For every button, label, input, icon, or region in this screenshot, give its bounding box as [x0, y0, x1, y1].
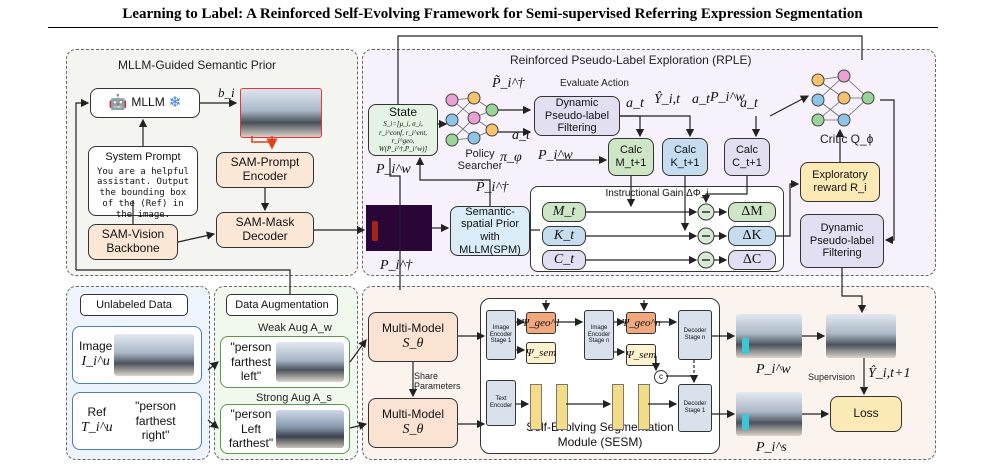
- dpf-side-box: Dynamic Pseudo-label Filtering: [800, 214, 884, 268]
- psi-sem-box-1: Ψ_sem: [526, 342, 556, 364]
- state-title: State: [388, 105, 418, 120]
- system-prompt-box: System Prompt You are a helpful assistan…: [88, 146, 198, 220]
- psi-geo-n-box: Ψ_geo^n: [621, 312, 661, 334]
- loss-box: Loss: [830, 396, 902, 432]
- mask-output: [366, 205, 432, 251]
- piw-mid-label: P_i^w: [538, 148, 573, 163]
- dpf-top-box: Dynamic Pseudo-label Filtering: [534, 96, 620, 136]
- at-label-1: a_t: [512, 128, 530, 143]
- at-label-3: a_t: [692, 92, 710, 107]
- pw-output-mask: [742, 338, 749, 354]
- feature-cube-1: [530, 384, 542, 430]
- at-label-4: a_t: [740, 96, 758, 111]
- bi-label: b_i: [218, 85, 235, 100]
- state-box: State S_i=[μ_i, σ_i, r_i^conf, r_i^ent, …: [368, 104, 438, 156]
- weak-aug-text: "person farthest left": [230, 340, 272, 384]
- strong-aug-text: "person Left farthest": [228, 407, 274, 451]
- strong-aug-label: Strong Aug A_s: [256, 392, 332, 404]
- multi-model-top: Multi-Model S_θ: [368, 312, 458, 362]
- image-encoder-stage-1: Image Encoder Stage 1: [486, 310, 516, 360]
- image-label: Image: [79, 339, 113, 354]
- feature-cube-2: [556, 384, 568, 430]
- ref-math: T_i^u: [81, 419, 113, 435]
- multi-model-top-label: Multi-Model: [381, 321, 444, 336]
- decoder-stage-n: Decoder Stage n: [678, 310, 712, 360]
- p-dagger-label: P_i^†: [380, 258, 413, 273]
- spm-box: Semantic-spatial Prior with MLLM(SPM): [450, 206, 530, 256]
- robot-icon: 🤖: [108, 94, 128, 112]
- s-theta-bottom: S_θ: [402, 421, 424, 437]
- mllm-box: 🤖 MLLM ❄: [90, 88, 200, 118]
- sesm-title: Self-Evolving Segmentation Module (SESM): [526, 420, 674, 449]
- text-encoder: Text Encoder: [486, 380, 516, 426]
- piw-state-label: P_i^w: [376, 162, 411, 177]
- image-labels: Image I_i^u: [79, 339, 113, 370]
- pi-phi-label: π_φ: [500, 150, 522, 165]
- instructional-gain-label: Instructional Gain ΔΦ_i: [605, 188, 709, 199]
- concat-node: c: [654, 370, 668, 384]
- critic-label: Critic Q_ϕ: [820, 132, 874, 146]
- sam-prompt-encoder: SAM-Prompt Encoder: [216, 152, 314, 188]
- delta-m-box: ΔM: [728, 202, 776, 222]
- kt-box: K_t: [542, 226, 586, 246]
- supervision-label: Supervision: [808, 372, 856, 382]
- exploratory-reward-box: Exploratory reward R_i: [800, 162, 880, 202]
- delta-c-box: ΔC: [728, 250, 776, 270]
- paper-title: Learning to Label: A Reinforced Self-Evo…: [122, 6, 863, 22]
- at-label-2: a_t: [626, 96, 644, 111]
- sam-mask-decoder: SAM-Mask Decoder: [216, 212, 314, 248]
- p-tilde-top-label: P̃_i^†: [492, 76, 525, 91]
- calc-m-box: Calc M_t+1: [608, 138, 654, 176]
- calc-k-box: Calc K_t+1: [662, 138, 708, 176]
- mt-box: M_t: [542, 202, 586, 222]
- system-prompt-title: System Prompt: [105, 151, 181, 163]
- s-theta-top: S_θ: [402, 335, 424, 351]
- share-params-label: Share Parameters: [414, 371, 461, 391]
- decoder-stage-1: Decoder Stage 1: [678, 384, 712, 432]
- psi-sem-box-n: Ψ_sem: [626, 344, 656, 366]
- weak-aug-label: Weak Aug A_w: [258, 322, 332, 334]
- augmentation-title: Data Augmentation: [226, 294, 338, 316]
- ps-output-label: P_i^s: [756, 440, 787, 455]
- ref-label: Ref: [87, 405, 107, 420]
- delta-k-box: ΔK: [728, 226, 776, 246]
- mllm-label: MLLM: [131, 95, 165, 110]
- weak-aug-photo: [276, 342, 344, 382]
- strong-aug-photo: [276, 410, 344, 448]
- ps-output-mask: [742, 414, 749, 430]
- snowflake-icon: ❄: [168, 94, 182, 112]
- multi-model-bottom-label: Multi-Model: [381, 407, 444, 422]
- feature-cube-4: [638, 384, 650, 430]
- yhat-top-label: Ŷ_i,t: [654, 92, 681, 107]
- image-math: I_i^u: [81, 353, 110, 369]
- p-tilde-mid-label: P̃_i^†: [476, 180, 509, 195]
- ref-labels: Ref T_i^u: [81, 405, 113, 436]
- mllm-bbox-photo: [240, 88, 322, 138]
- multi-model-bottom: Multi-Model S_θ: [368, 398, 458, 448]
- title-rule: [48, 27, 938, 28]
- calc-c-box: Calc C_t+1: [724, 138, 770, 176]
- sam-vision-backbone: SAM-Vision Backbone: [88, 224, 178, 260]
- feature-cube-3: [612, 384, 624, 430]
- policy-searcher-label: Policy Searcher: [457, 148, 503, 173]
- rple-region-title: Reinforced Pseudo-Label Exploration (RPL…: [510, 53, 752, 67]
- supervision-photo: [826, 314, 896, 358]
- pw-output-label: P_i^w: [756, 362, 791, 377]
- mllm-region-title: MLLM-Guided Semantic Prior: [118, 58, 277, 72]
- system-prompt-text: You are a helpful assistant. Output the …: [96, 166, 190, 220]
- unlabeled-photo: [114, 334, 194, 376]
- yhat-output-label: Ŷ_i,t+1: [868, 366, 911, 381]
- evaluate-action-label: Evaluate Action: [560, 78, 629, 89]
- image-encoder-stage-n: Image Encoder Stage n: [584, 310, 614, 360]
- state-formula: S_i=[μ_i, σ_i, r_i^conf, r_i^ent, r_i^ge…: [378, 120, 428, 154]
- unlabeled-title: Unlabeled Data: [80, 294, 188, 316]
- psi-geo-1-box: Ψ_geo^1: [521, 312, 561, 334]
- ref-card: Ref T_i^u "person farthest right": [72, 392, 202, 450]
- ref-text: "person farthest right": [135, 399, 177, 443]
- ct-box: C_t: [542, 250, 586, 270]
- mask-person: [372, 221, 378, 241]
